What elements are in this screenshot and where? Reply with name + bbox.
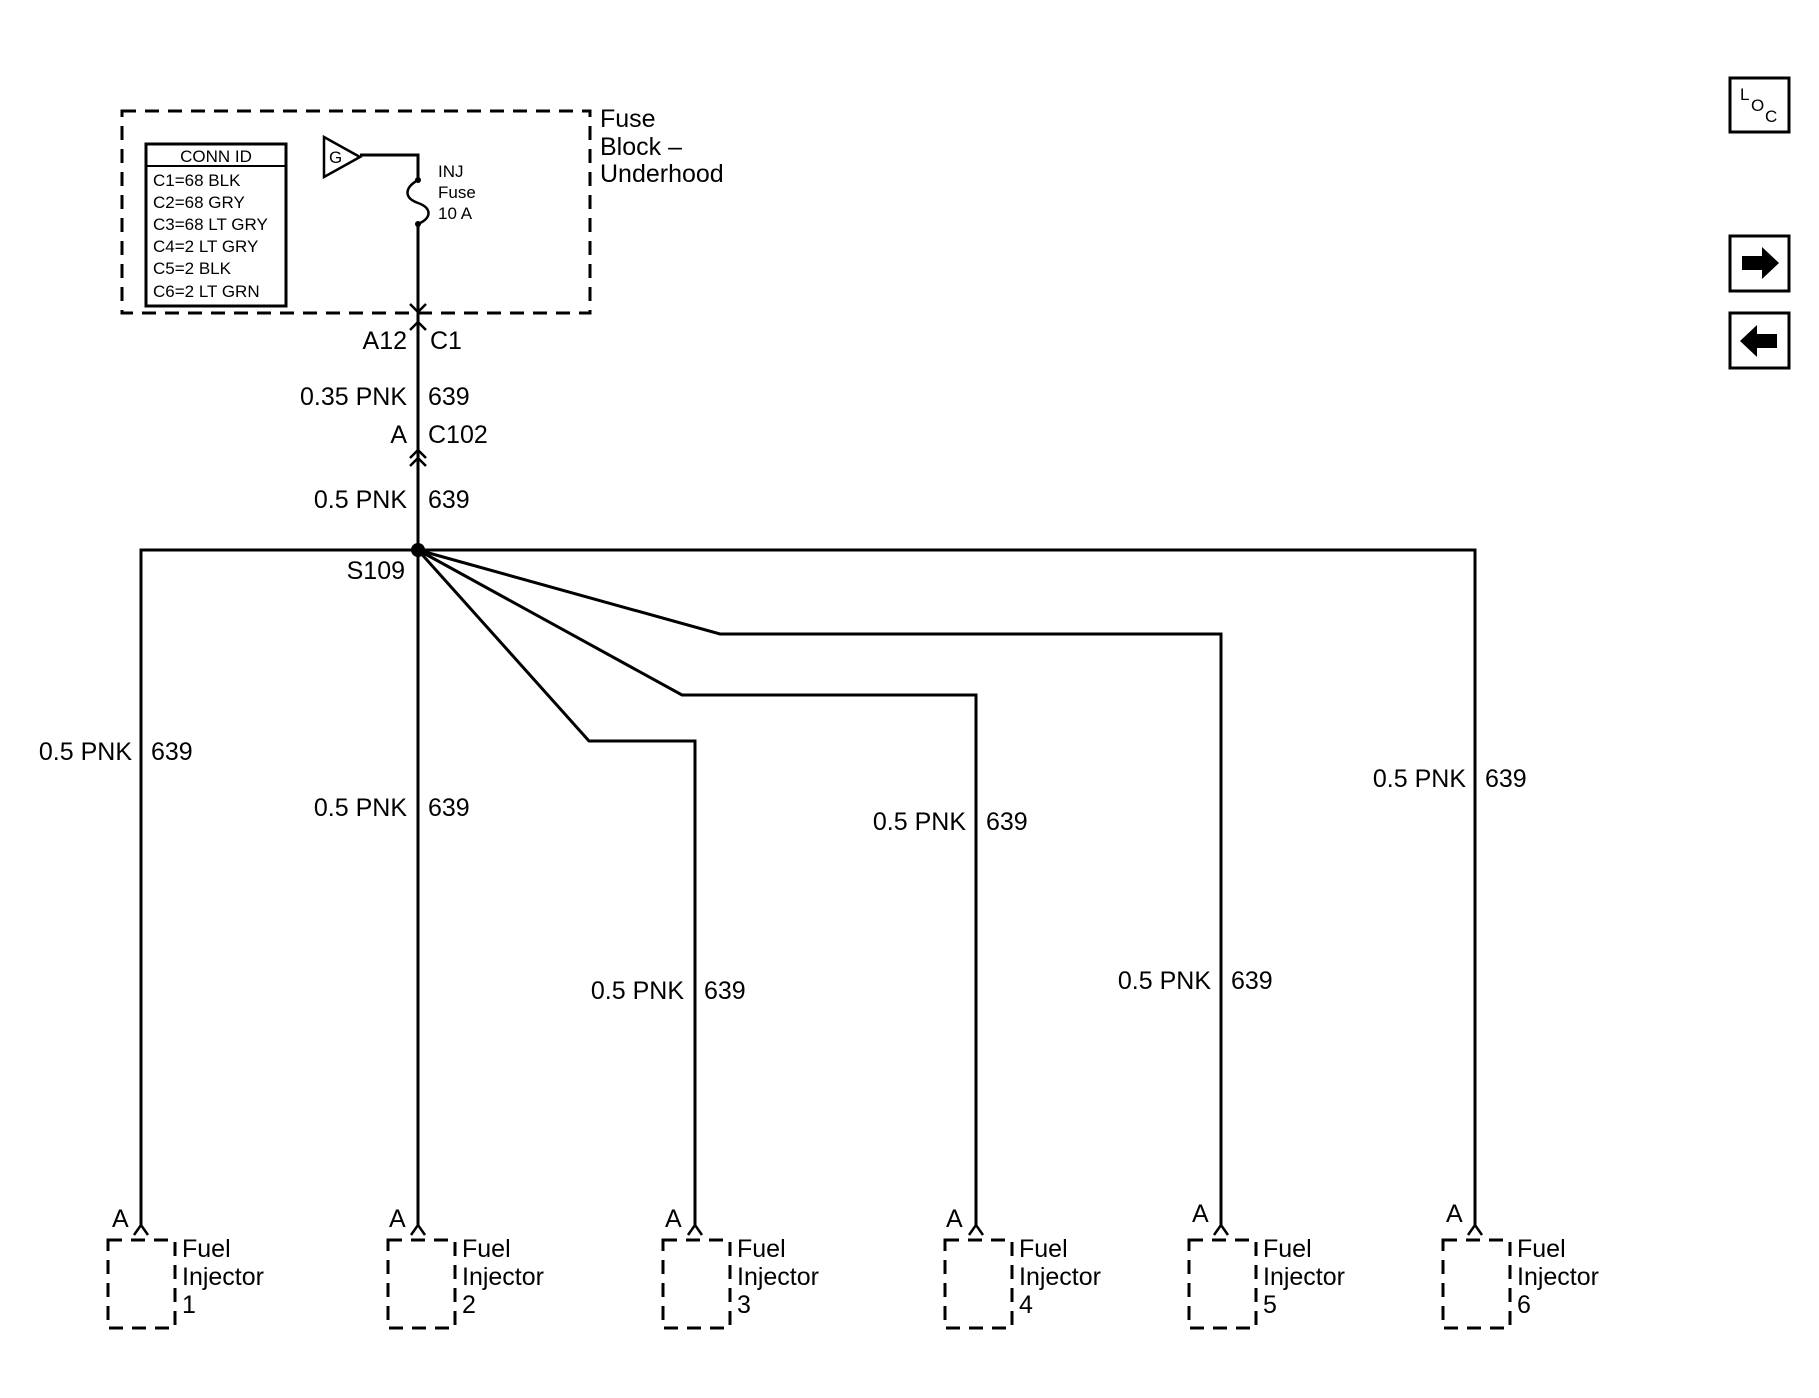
- fuse-label-2: Fuse: [438, 183, 476, 202]
- injector-number: 6: [1517, 1291, 1531, 1319]
- branch-circuit-4: 639: [986, 808, 1028, 836]
- branch-gauge-4: 0.5 PNK: [873, 808, 966, 836]
- fuel-injector-2: A Fuel Injector 2: [386, 1205, 544, 1330]
- wire-circuit-middle: 639: [428, 486, 470, 514]
- branch-gauge-5: 0.5 PNK: [1118, 967, 1211, 995]
- injector-label-1: Fuel: [182, 1235, 231, 1263]
- fuel-injector-4: A Fuel Injector 4: [943, 1205, 1101, 1330]
- conn-id-table: CONN ID C1=68 BLK C2=68 GRY C3=68 LT GRY…: [144, 142, 288, 308]
- injector-number: 5: [1263, 1291, 1277, 1319]
- ground-symbol: G: [322, 134, 420, 180]
- fuse-symbol: INJ Fuse 10 A: [406, 162, 476, 227]
- fuse-block-title-3: Underhood: [600, 160, 724, 188]
- svg-text:G: G: [329, 148, 342, 167]
- branch-circuit-5: 639: [1231, 967, 1273, 995]
- previous-page-button[interactable]: [1728, 311, 1791, 370]
- wire-circuit-upper: 639: [428, 383, 470, 411]
- injector-label-2: Injector: [182, 1263, 264, 1291]
- wire-gauge-middle: 0.5 PNK: [314, 486, 407, 514]
- c102-pin-label: A: [390, 421, 407, 449]
- injector-label-2: Injector: [1263, 1263, 1345, 1291]
- c1-pin-label: A12: [363, 327, 407, 355]
- splice-label: S109: [347, 557, 405, 585]
- c1-connector-label: C1: [430, 327, 462, 355]
- injector-number: 1: [182, 1291, 196, 1319]
- arrow-left-icon: [1740, 325, 1777, 357]
- wire-gauge-upper: 0.35 PNK: [300, 383, 407, 411]
- injector-pin-label: A: [665, 1205, 682, 1233]
- conn-id-row: C4=2 LT GRY: [153, 237, 258, 256]
- injector-pin-label: A: [1192, 1200, 1209, 1228]
- injector-label-2: Injector: [737, 1263, 819, 1291]
- fuse-label-1: INJ: [438, 162, 464, 181]
- arrow-right-icon: [1742, 247, 1779, 279]
- injector-label-2: Injector: [462, 1263, 544, 1291]
- svg-text:C: C: [1765, 107, 1777, 126]
- c102-connector-label: C102: [428, 421, 488, 449]
- conn-id-row: C3=68 LT GRY: [153, 215, 268, 234]
- injector-label-1: Fuel: [1263, 1235, 1312, 1263]
- conn-id-header: CONN ID: [180, 147, 252, 166]
- next-page-button[interactable]: [1728, 234, 1791, 293]
- injector-label-1: Fuel: [1517, 1235, 1566, 1263]
- injector-label-2: Injector: [1019, 1263, 1101, 1291]
- branch-circuit-1: 639: [151, 738, 193, 766]
- injector-label-1: Fuel: [737, 1235, 786, 1263]
- injector-number: 4: [1019, 1291, 1033, 1319]
- branch-circuit-2: 639: [428, 794, 470, 822]
- conn-id-row: C1=68 BLK: [153, 171, 241, 190]
- branch-gauge-6: 0.5 PNK: [1373, 765, 1466, 793]
- injector-pin-label: A: [946, 1205, 963, 1233]
- branch-wire-5: [417, 548, 1223, 1225]
- fuse-block-title-1: Fuse: [600, 105, 656, 133]
- fuse-block-title-2: Block –: [600, 133, 682, 161]
- fuel-injector-3: A Fuel Injector 3: [661, 1205, 819, 1330]
- fuel-injector-6: A Fuel Injector 6: [1441, 1200, 1599, 1330]
- fuse-block-outline: [120, 109, 592, 315]
- branch-gauge-2: 0.5 PNK: [314, 794, 407, 822]
- fuel-injector-5: A Fuel Injector 5: [1187, 1200, 1345, 1330]
- svg-text:O: O: [1751, 96, 1764, 115]
- branch-gauge-3: 0.5 PNK: [591, 977, 684, 1005]
- injector-number: 3: [737, 1291, 751, 1319]
- injector-label-1: Fuel: [1019, 1235, 1068, 1263]
- injector-label-1: Fuel: [462, 1235, 511, 1263]
- conn-id-row: C2=68 GRY: [153, 193, 245, 212]
- fuse-label-3: 10 A: [438, 204, 473, 223]
- injector-number: 2: [462, 1291, 476, 1319]
- svg-text:L: L: [1740, 85, 1749, 104]
- locator-button[interactable]: L O C: [1728, 76, 1791, 134]
- branch-gauge-1: 0.5 PNK: [39, 738, 132, 766]
- branch-wire-4: [417, 548, 978, 1225]
- branch-circuit-6: 639: [1485, 765, 1527, 793]
- branch-circuit-3: 639: [704, 977, 746, 1005]
- conn-id-row: C5=2 BLK: [153, 259, 232, 278]
- injector-label-2: Injector: [1517, 1263, 1599, 1291]
- injector-pin-label: A: [112, 1205, 129, 1233]
- injector-pin-label: A: [389, 1205, 406, 1233]
- branch-wire-6: [418, 548, 1477, 1225]
- fuel-injector-1: A Fuel Injector 1: [106, 1205, 264, 1330]
- branch-wire-3: [416, 548, 697, 1225]
- connector-c1: A12 C1: [363, 303, 462, 355]
- branch-wire-1: [139, 548, 418, 1225]
- connector-c102: A C102: [390, 421, 488, 467]
- injector-pin-label: A: [1446, 1200, 1463, 1228]
- conn-id-row: C6=2 LT GRN: [153, 282, 260, 301]
